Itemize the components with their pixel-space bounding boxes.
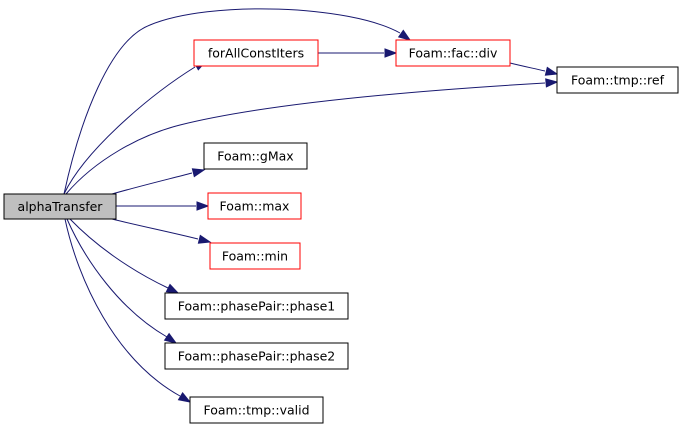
node-max[interactable]: Foam::max <box>207 192 302 220</box>
node-box <box>207 192 302 220</box>
edge-line <box>63 66 196 195</box>
edge-line <box>64 218 181 397</box>
node-phase1[interactable]: Foam::phasePair::phase1 <box>164 292 349 320</box>
node-box <box>189 396 324 424</box>
node-box <box>209 242 301 270</box>
arrow-head-icon <box>384 48 398 58</box>
node-phase2[interactable]: Foam::phasePair::phase2 <box>164 342 349 370</box>
arrow-head-icon <box>191 168 206 178</box>
node-box <box>395 39 511 67</box>
node-label: Foam::max <box>220 199 290 214</box>
node-tmp-valid[interactable]: Foam::tmp::valid <box>189 396 324 424</box>
arrow-head-icon <box>197 234 212 244</box>
edge-alphaTransfer-to-fac-div <box>63 8 412 195</box>
edge-line <box>111 172 193 195</box>
node-label: forAllConstIters <box>208 46 304 61</box>
edge-forAllConstIters-to-fac-div <box>318 48 398 58</box>
edge-line <box>65 82 546 195</box>
edge-alphaTransfer-to-tmp-ref <box>65 78 559 195</box>
node-forAllConstIters[interactable]: forAllConstIters <box>193 39 319 67</box>
edge-alphaTransfer-to-min <box>111 218 212 244</box>
edge-line <box>63 8 401 195</box>
node-box <box>3 193 117 220</box>
arrow-head-icon <box>397 29 412 41</box>
node-min[interactable]: Foam::min <box>209 242 301 270</box>
arrow-head-icon <box>196 201 210 211</box>
node-fac-div[interactable]: Foam::fac::div <box>395 39 511 67</box>
node-alphaTransfer: alphaTransfer <box>3 193 117 220</box>
node-box <box>556 66 679 94</box>
node-label: Foam::phasePair::phase1 <box>178 299 336 314</box>
edge-line <box>66 218 168 338</box>
edge-line <box>509 62 546 72</box>
node-tmp-ref[interactable]: Foam::tmp::ref <box>556 66 679 94</box>
node-label: alphaTransfer <box>18 199 104 214</box>
node-label: Foam::min <box>222 249 288 264</box>
node-label: Foam::fac::div <box>409 46 498 61</box>
arrow-head-icon <box>177 392 192 403</box>
edge-line <box>69 218 169 289</box>
node-box <box>193 39 319 67</box>
call-nodes: alphaTransfer forAllConstIters Foam::fac::… <box>3 39 679 424</box>
arrow-head-icon <box>544 66 559 76</box>
node-box <box>164 292 349 320</box>
node-label: Foam::tmp::ref <box>571 73 665 88</box>
node-label: Foam::gMax <box>217 149 293 164</box>
edge-line <box>111 218 199 240</box>
node-label: Foam::tmp::valid <box>203 403 309 418</box>
arrow-head-icon <box>545 78 559 88</box>
node-gMax[interactable]: Foam::gMax <box>203 142 308 170</box>
edge-alphaTransfer-to-gMax <box>111 168 206 195</box>
arrow-head-icon <box>163 332 178 344</box>
node-box <box>203 142 308 170</box>
node-label: Foam::phasePair::phase2 <box>178 349 336 364</box>
edge-alphaTransfer-to-phase2 <box>66 218 178 344</box>
edge-alphaTransfer-to-phase1 <box>69 218 180 294</box>
edge-alphaTransfer-to-max <box>116 201 210 211</box>
edge-alphaTransfer-to-tmp-valid <box>64 218 192 403</box>
call-edges <box>63 8 559 403</box>
edge-fac-div-to-tmp-ref <box>509 62 559 76</box>
node-box <box>164 342 349 370</box>
arrow-head-icon <box>165 283 180 294</box>
